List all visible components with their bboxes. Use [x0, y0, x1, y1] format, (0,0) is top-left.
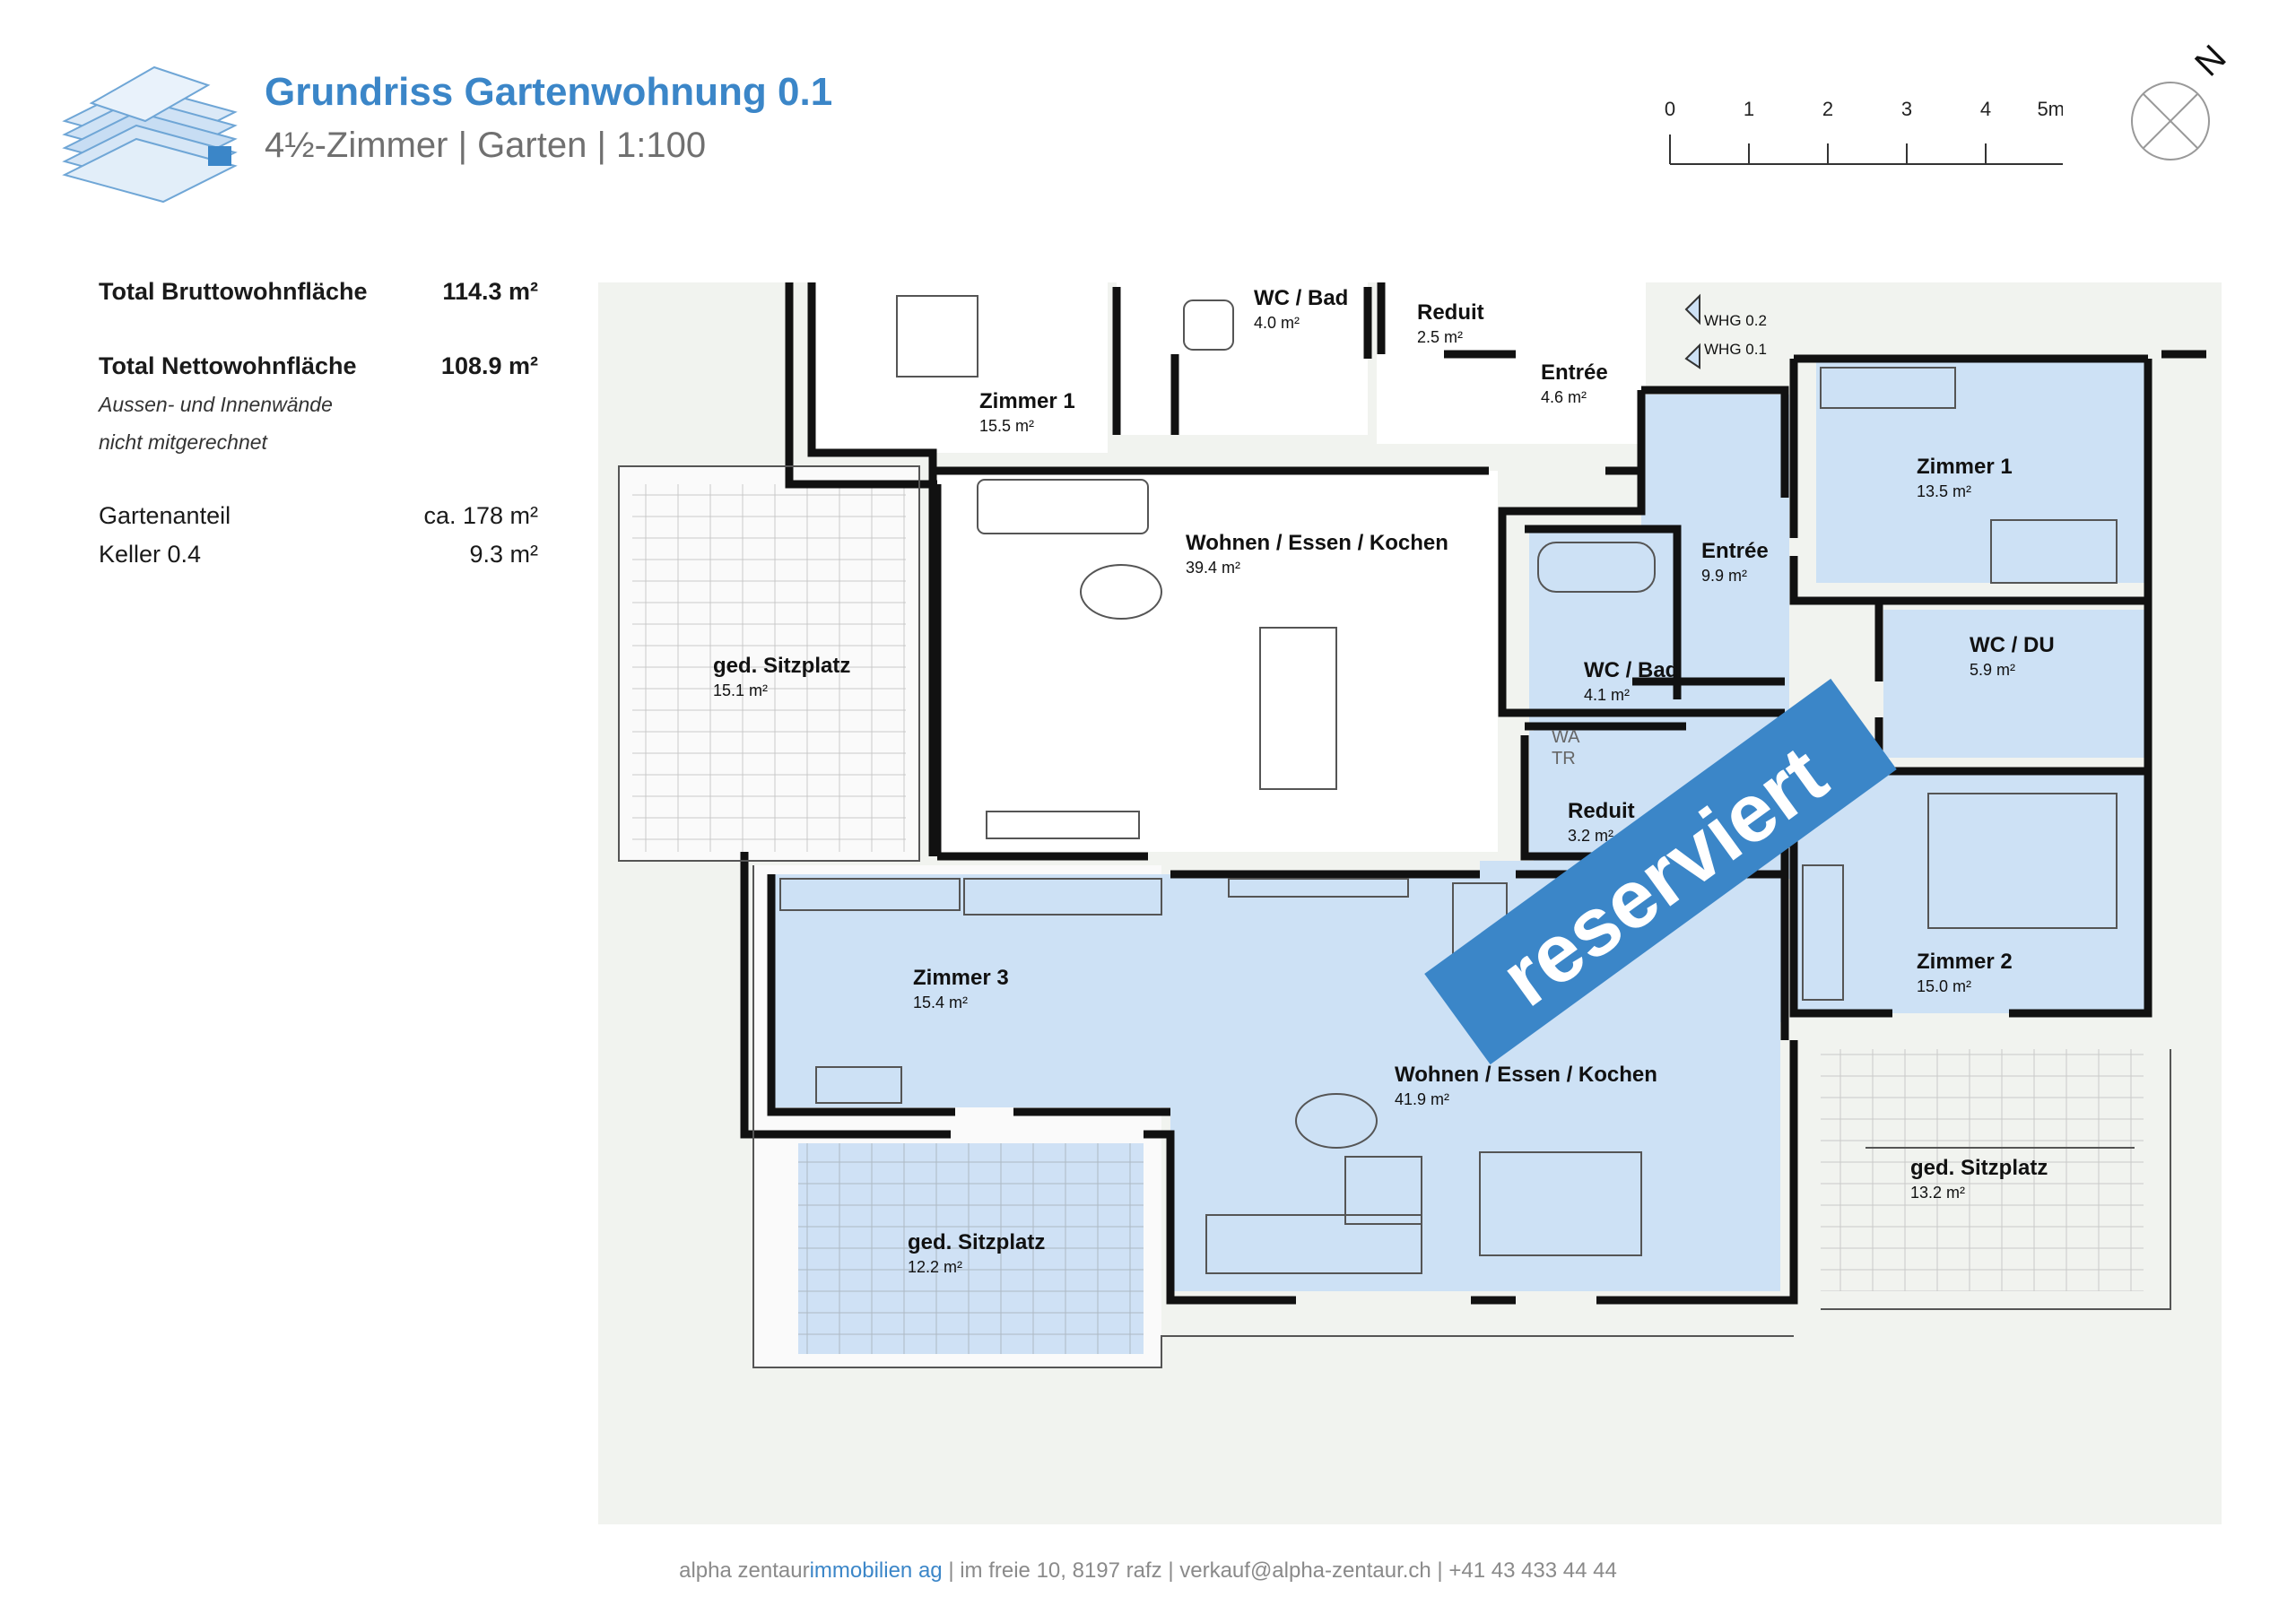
room-area: 9.9 m²: [1701, 567, 1747, 585]
garden-label: Gartenanteil: [99, 502, 231, 529]
room-name: Entrée: [1701, 539, 1769, 563]
room-area: 15.0 m²: [1917, 977, 1971, 995]
room-name: Zimmer 2: [1917, 950, 2013, 974]
room-name: WC / Bad: [1584, 658, 1678, 682]
door-label: WHG 0.1: [1704, 341, 1767, 358]
netto-value: 108.9 m²: [440, 352, 538, 379]
room-label: ged. Sitzplatz 13.2 m²: [1910, 1156, 2048, 1202]
netto-note-line2: nicht mitgerechnet: [99, 430, 267, 454]
scale-tick-label: 0: [1665, 98, 1675, 120]
room-area: 15.5 m²: [979, 417, 1034, 435]
room-area: 39.4 m²: [1186, 559, 1240, 577]
scale-tick-label: 4: [1980, 98, 1991, 120]
scale-tick-label: 1: [1744, 98, 1754, 120]
brutto-label: Total Bruttowohnfläche: [99, 278, 368, 305]
north-label: N: [2187, 38, 2233, 84]
room-label: WC / Bad 4.1 m²: [1584, 658, 1678, 704]
room-area: 12.2 m²: [908, 1258, 962, 1276]
building-logo: [62, 65, 238, 204]
page-subtitle: 4½-Zimmer | Garten | 1:100: [265, 126, 707, 165]
room-label: Zimmer 2 15.0 m²: [1917, 950, 2013, 995]
room-name: WC / DU: [1970, 633, 2055, 657]
room-area: 3.2 m²: [1568, 827, 1613, 845]
company-name: alpha zentaur: [679, 1558, 810, 1583]
room-area: 13.5 m²: [1917, 482, 1971, 500]
dryer-label: TR: [1552, 749, 1576, 768]
room-label: Wohnen / Essen / Kochen 41.9 m²: [1395, 1063, 1657, 1108]
terrace-right: [1821, 1049, 2144, 1291]
garden-value: ca. 178 m²: [423, 502, 538, 529]
room-area: 15.4 m²: [913, 994, 968, 1011]
room-name: Entrée: [1541, 360, 1608, 385]
contact-details: | im freie 10, 8197 rafz | verkauf@alpha…: [942, 1558, 1617, 1583]
room-name: WC / Bad: [1254, 286, 1348, 310]
room-label: Reduit 3.2 m²: [1568, 799, 1635, 845]
room-label: Wohnen / Essen / Kochen 39.4 m²: [1186, 531, 1448, 577]
room-area: 41.9 m²: [1395, 1090, 1449, 1108]
company-suffix: immobilien ag: [809, 1558, 943, 1583]
room-label: Entrée 9.9 m²: [1701, 539, 1769, 585]
unit-highlight-icon: [208, 146, 231, 166]
room-label: Zimmer 3 15.4 m²: [913, 966, 1009, 1011]
room-name: Zimmer 1: [979, 389, 1075, 413]
door-label: WHG 0.2: [1704, 312, 1767, 329]
washer-label: WA: [1552, 727, 1580, 747]
room-label: WC / DU 5.9 m²: [1970, 633, 2055, 679]
room-name: Zimmer 1: [1917, 455, 2013, 479]
room-name: Wohnen / Essen / Kochen: [1186, 531, 1448, 555]
room-label: ged. Sitzplatz 12.2 m²: [908, 1230, 1045, 1276]
page-title: Grundriss Gartenwohnung 0.1: [265, 70, 833, 114]
cellar-label: Keller 0.4: [99, 541, 202, 568]
room-label: ged. Sitzplatz 15.1 m²: [713, 654, 850, 699]
room-label: Entrée 4.6 m²: [1541, 360, 1608, 406]
room-name: ged. Sitzplatz: [713, 654, 850, 678]
room-area: 4.1 m²: [1584, 686, 1630, 704]
scale-tick-label: 2: [1822, 98, 1833, 120]
room-area: 2.5 m²: [1417, 328, 1463, 346]
room-area: 15.1 m²: [713, 681, 768, 699]
room-label: WC / Bad 4.0 m²: [1254, 286, 1348, 332]
room-area: 4.6 m²: [1541, 388, 1587, 406]
room-label: Reduit 2.5 m²: [1417, 300, 1484, 346]
room-name: Zimmer 3: [913, 966, 1009, 990]
room-label: Zimmer 1 13.5 m²: [1917, 455, 2013, 500]
scale-tick-label: 3: [1901, 98, 1912, 120]
room-name: Reduit: [1417, 300, 1484, 325]
room-name: Reduit: [1568, 799, 1635, 823]
cellar-value: 9.3 m²: [469, 541, 538, 568]
room-name: ged. Sitzplatz: [908, 1230, 1045, 1254]
compass-icon: N: [2131, 38, 2233, 161]
room-name: ged. Sitzplatz: [1910, 1156, 2048, 1180]
room-name: Wohnen / Essen / Kochen: [1395, 1063, 1657, 1087]
netto-label: Total Nettowohnfläche: [99, 352, 357, 379]
footer-contact: alpha zentaurimmobilien ag | im freie 10…: [0, 1558, 2296, 1584]
floor-plan: reserviert WHG 0.2 WHG 0.1 WA TR WC / Ba…: [598, 282, 2222, 1524]
room-area: 5.9 m²: [1970, 661, 2015, 679]
netto-note-line1: Aussen- und Innenwände: [99, 393, 333, 416]
room-area: 4.0 m²: [1254, 314, 1300, 332]
room-label: Zimmer 1 15.5 m²: [979, 389, 1075, 435]
scale-bar: 0 1 2 3 4 5m: [1665, 98, 2063, 165]
room-area: 13.2 m²: [1910, 1184, 1965, 1202]
scale-tick-label: 5m: [2037, 98, 2063, 120]
brutto-value: 114.3 m²: [442, 278, 538, 305]
